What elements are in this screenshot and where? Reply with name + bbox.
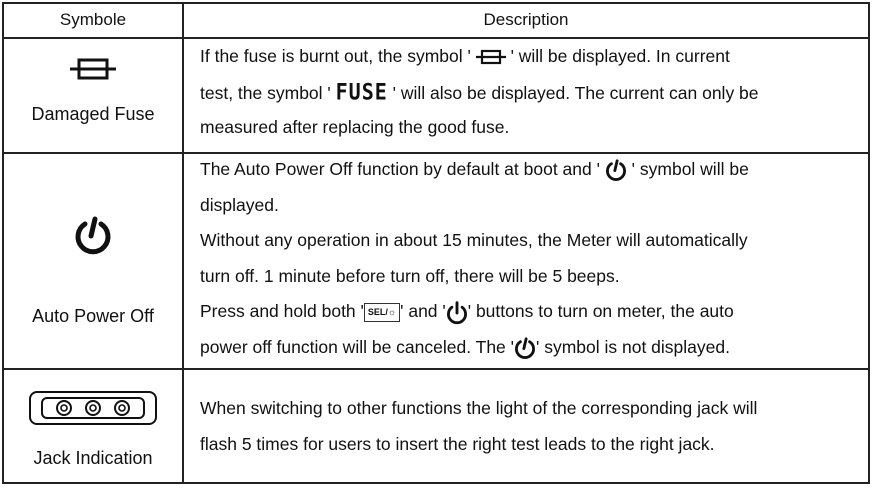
fuse-display-word: FUSE xyxy=(335,78,388,105)
description-line: displayed. xyxy=(200,188,858,224)
description-cell: The Auto Power Off function by default a… xyxy=(184,154,868,368)
text-segment: ' will also be displayed. The current ca… xyxy=(387,82,759,103)
text-segment: When switching to other functions the li… xyxy=(200,398,758,418)
description-line: The Auto Power Off function by default a… xyxy=(200,152,858,188)
jack-icon xyxy=(29,391,157,425)
text-segment: ' symbol will be xyxy=(626,159,749,179)
text-segment: flash 5 times for users to insert the ri… xyxy=(200,433,715,454)
text-segment: ' symbol is not displayed. xyxy=(536,336,730,357)
description-line: measured after replacing the good fuse. xyxy=(200,110,858,146)
description-line: test, the symbol ' FUSE ' will also be d… xyxy=(200,75,858,111)
description-line: power off function will be canceled. The… xyxy=(200,330,858,366)
sel-backlight-key-icon: SEL/☼ xyxy=(363,303,401,323)
table-header-row: Symbole Description xyxy=(4,4,868,39)
description-line: turn off. 1 minute before turn off, ther… xyxy=(200,259,858,295)
symbol-label: Damaged Fuse xyxy=(31,104,155,124)
text-segment: ' buttons to turn on meter, the auto xyxy=(467,301,734,322)
text-segment: displayed. xyxy=(200,194,279,215)
symbol-cell: Jack Indication xyxy=(4,370,184,482)
text-segment: ' will be displayed. In current xyxy=(505,46,730,66)
description-cell: If the fuse is burnt out, the symbol ' '… xyxy=(184,39,868,152)
description-line: Without any operation in about 15 minute… xyxy=(200,223,858,259)
symbol-label: Auto Power Off xyxy=(32,306,154,326)
header-description-label: Description xyxy=(483,10,569,29)
text-segment: If the fuse is burnt out, the symbol ' xyxy=(200,46,476,66)
text-segment: ' and ' xyxy=(400,301,446,322)
text-segment: Press and hold both ' xyxy=(200,301,364,322)
header-symbol-cell: Symbole xyxy=(4,4,184,37)
header-symbol-label: Symbole xyxy=(59,10,127,29)
symbol-cell: Auto Power Off xyxy=(4,154,184,368)
table-row: Jack Indication When switching to other … xyxy=(4,370,868,482)
symbol-table: Symbole Description Damaged Fuse If the … xyxy=(2,2,870,484)
fuse-icon xyxy=(70,58,116,80)
text-segment: The Auto Power Off function by default a… xyxy=(200,159,605,179)
description-cell: When switching to other functions the li… xyxy=(184,370,868,482)
text-segment: test, the symbol ' xyxy=(200,82,336,103)
power-icon xyxy=(605,159,626,182)
description-line: Press and hold both 'SEL/☼' and ' ' butt… xyxy=(200,294,858,330)
description-line: If the fuse is burnt out, the symbol ' '… xyxy=(200,39,858,75)
text-segment: power off function will be canceled. The… xyxy=(200,336,514,357)
text-segment: Without any operation in about 15 minute… xyxy=(200,230,748,251)
symbol-cell: Damaged Fuse xyxy=(4,39,184,152)
symbol-label: Jack Indication xyxy=(33,448,153,468)
table-row: Damaged Fuse If the fuse is burnt out, t… xyxy=(4,39,868,154)
text-segment: turn off. 1 minute before turn off, ther… xyxy=(200,265,620,286)
power-button-icon xyxy=(446,301,467,324)
header-description-cell: Description xyxy=(184,4,868,37)
text-segment: measured after replacing the good fuse. xyxy=(200,117,510,138)
description-line: When switching to other functions the li… xyxy=(200,391,858,427)
power-icon xyxy=(515,337,535,360)
fuse-icon xyxy=(475,50,506,65)
power-icon xyxy=(75,216,111,255)
table-row: Auto Power Off The Auto Power Off functi… xyxy=(4,154,868,370)
description-line: flash 5 times for users to insert the ri… xyxy=(200,427,858,463)
